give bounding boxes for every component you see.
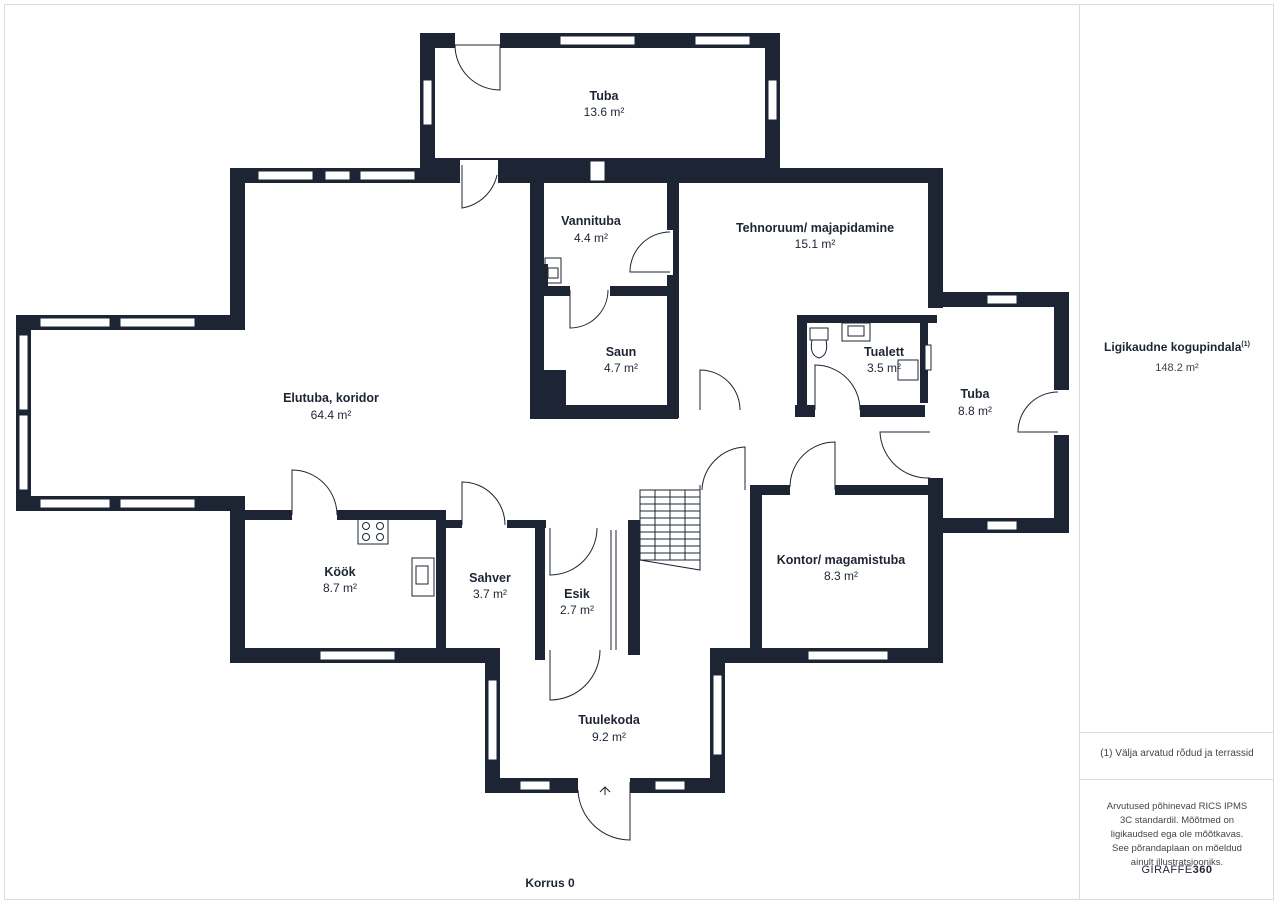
room-name: Elutuba, koridor <box>283 391 379 405</box>
washbasin-icon <box>841 322 871 342</box>
room-name: Tehnoruum/ majapidamine <box>736 221 894 235</box>
room-name: Tuulekoda <box>578 713 641 727</box>
room-area: 8.3 m² <box>824 569 858 583</box>
entrance-arrow-icon <box>599 786 611 795</box>
room-name: Tuba <box>961 387 991 401</box>
room-area: 8.8 m² <box>958 404 992 418</box>
room-area: 15.1 m² <box>795 237 836 251</box>
page-frame <box>4 4 1274 900</box>
doors <box>291 33 1072 841</box>
room-name: Saun <box>606 345 637 359</box>
divider <box>1080 732 1274 733</box>
room-area: 4.7 m² <box>604 361 638 375</box>
toilet-icon <box>810 339 828 359</box>
room-name: Kontor/ magamistuba <box>777 553 907 567</box>
brand-logo: GIRAFFE360 <box>1080 864 1274 876</box>
room-name: Sahver <box>469 571 511 585</box>
toilet-icon <box>897 359 919 381</box>
walls <box>16 33 1069 793</box>
stove-icon <box>357 517 389 545</box>
room-name: Tualett <box>864 345 905 359</box>
burner-icon <box>376 533 384 541</box>
room-name: Esik <box>564 587 590 601</box>
room-area: 2.7 m² <box>560 603 594 617</box>
floor-plan: Tuba 13.6 m² Vannituba 4.4 m² Tehnoruum/… <box>16 33 1072 841</box>
divider <box>1080 779 1274 780</box>
room-name: Vannituba <box>561 214 622 228</box>
staircase-icon <box>639 485 701 571</box>
total-area-label-text: Ligikaudne kogupindala <box>1104 340 1242 354</box>
room-area: 8.7 m² <box>323 581 357 595</box>
shower-icon <box>544 257 562 284</box>
floor-label: Korrus 0 <box>525 876 575 890</box>
room-area: 3.5 m² <box>867 361 901 375</box>
total-area-value: 148.2 m² <box>1155 362 1199 374</box>
room-area: 64.4 m² <box>311 408 352 422</box>
logo-number: 360 <box>1192 864 1213 876</box>
sidebar-panel: Ligikaudne kogupindala(1) 148.2 m² (1) V… <box>1079 4 1274 900</box>
disclaimer: Arvutused põhinevad RICS IPMS 3C standar… <box>1106 801 1248 868</box>
windows <box>18 35 1018 791</box>
burner-icon <box>362 522 370 530</box>
room-area: 4.4 m² <box>574 231 608 245</box>
room-labels: Tuba 13.6 m² Vannituba 4.4 m² Tehnoruum/… <box>283 89 992 744</box>
room-area: 13.6 m² <box>584 105 625 119</box>
footnote-marker: (1) <box>1241 341 1250 348</box>
burner-icon <box>362 533 370 541</box>
toilet-tank-icon <box>809 327 829 341</box>
footnote: (1) Välja arvatud rõdud ja terrassid <box>1100 748 1254 759</box>
room-name: Tuba <box>590 89 620 103</box>
burner-icon <box>376 522 384 530</box>
total-area-label: Ligikaudne kogupindala(1) <box>1080 340 1274 354</box>
room-area: 9.2 m² <box>592 730 626 744</box>
logo-text: GIRAFFE <box>1141 864 1193 876</box>
closet-icon <box>610 530 617 650</box>
room-area: 3.7 m² <box>473 587 507 601</box>
sink-icon <box>411 557 435 597</box>
room-name: Köök <box>324 565 355 579</box>
fixtures <box>357 257 919 795</box>
